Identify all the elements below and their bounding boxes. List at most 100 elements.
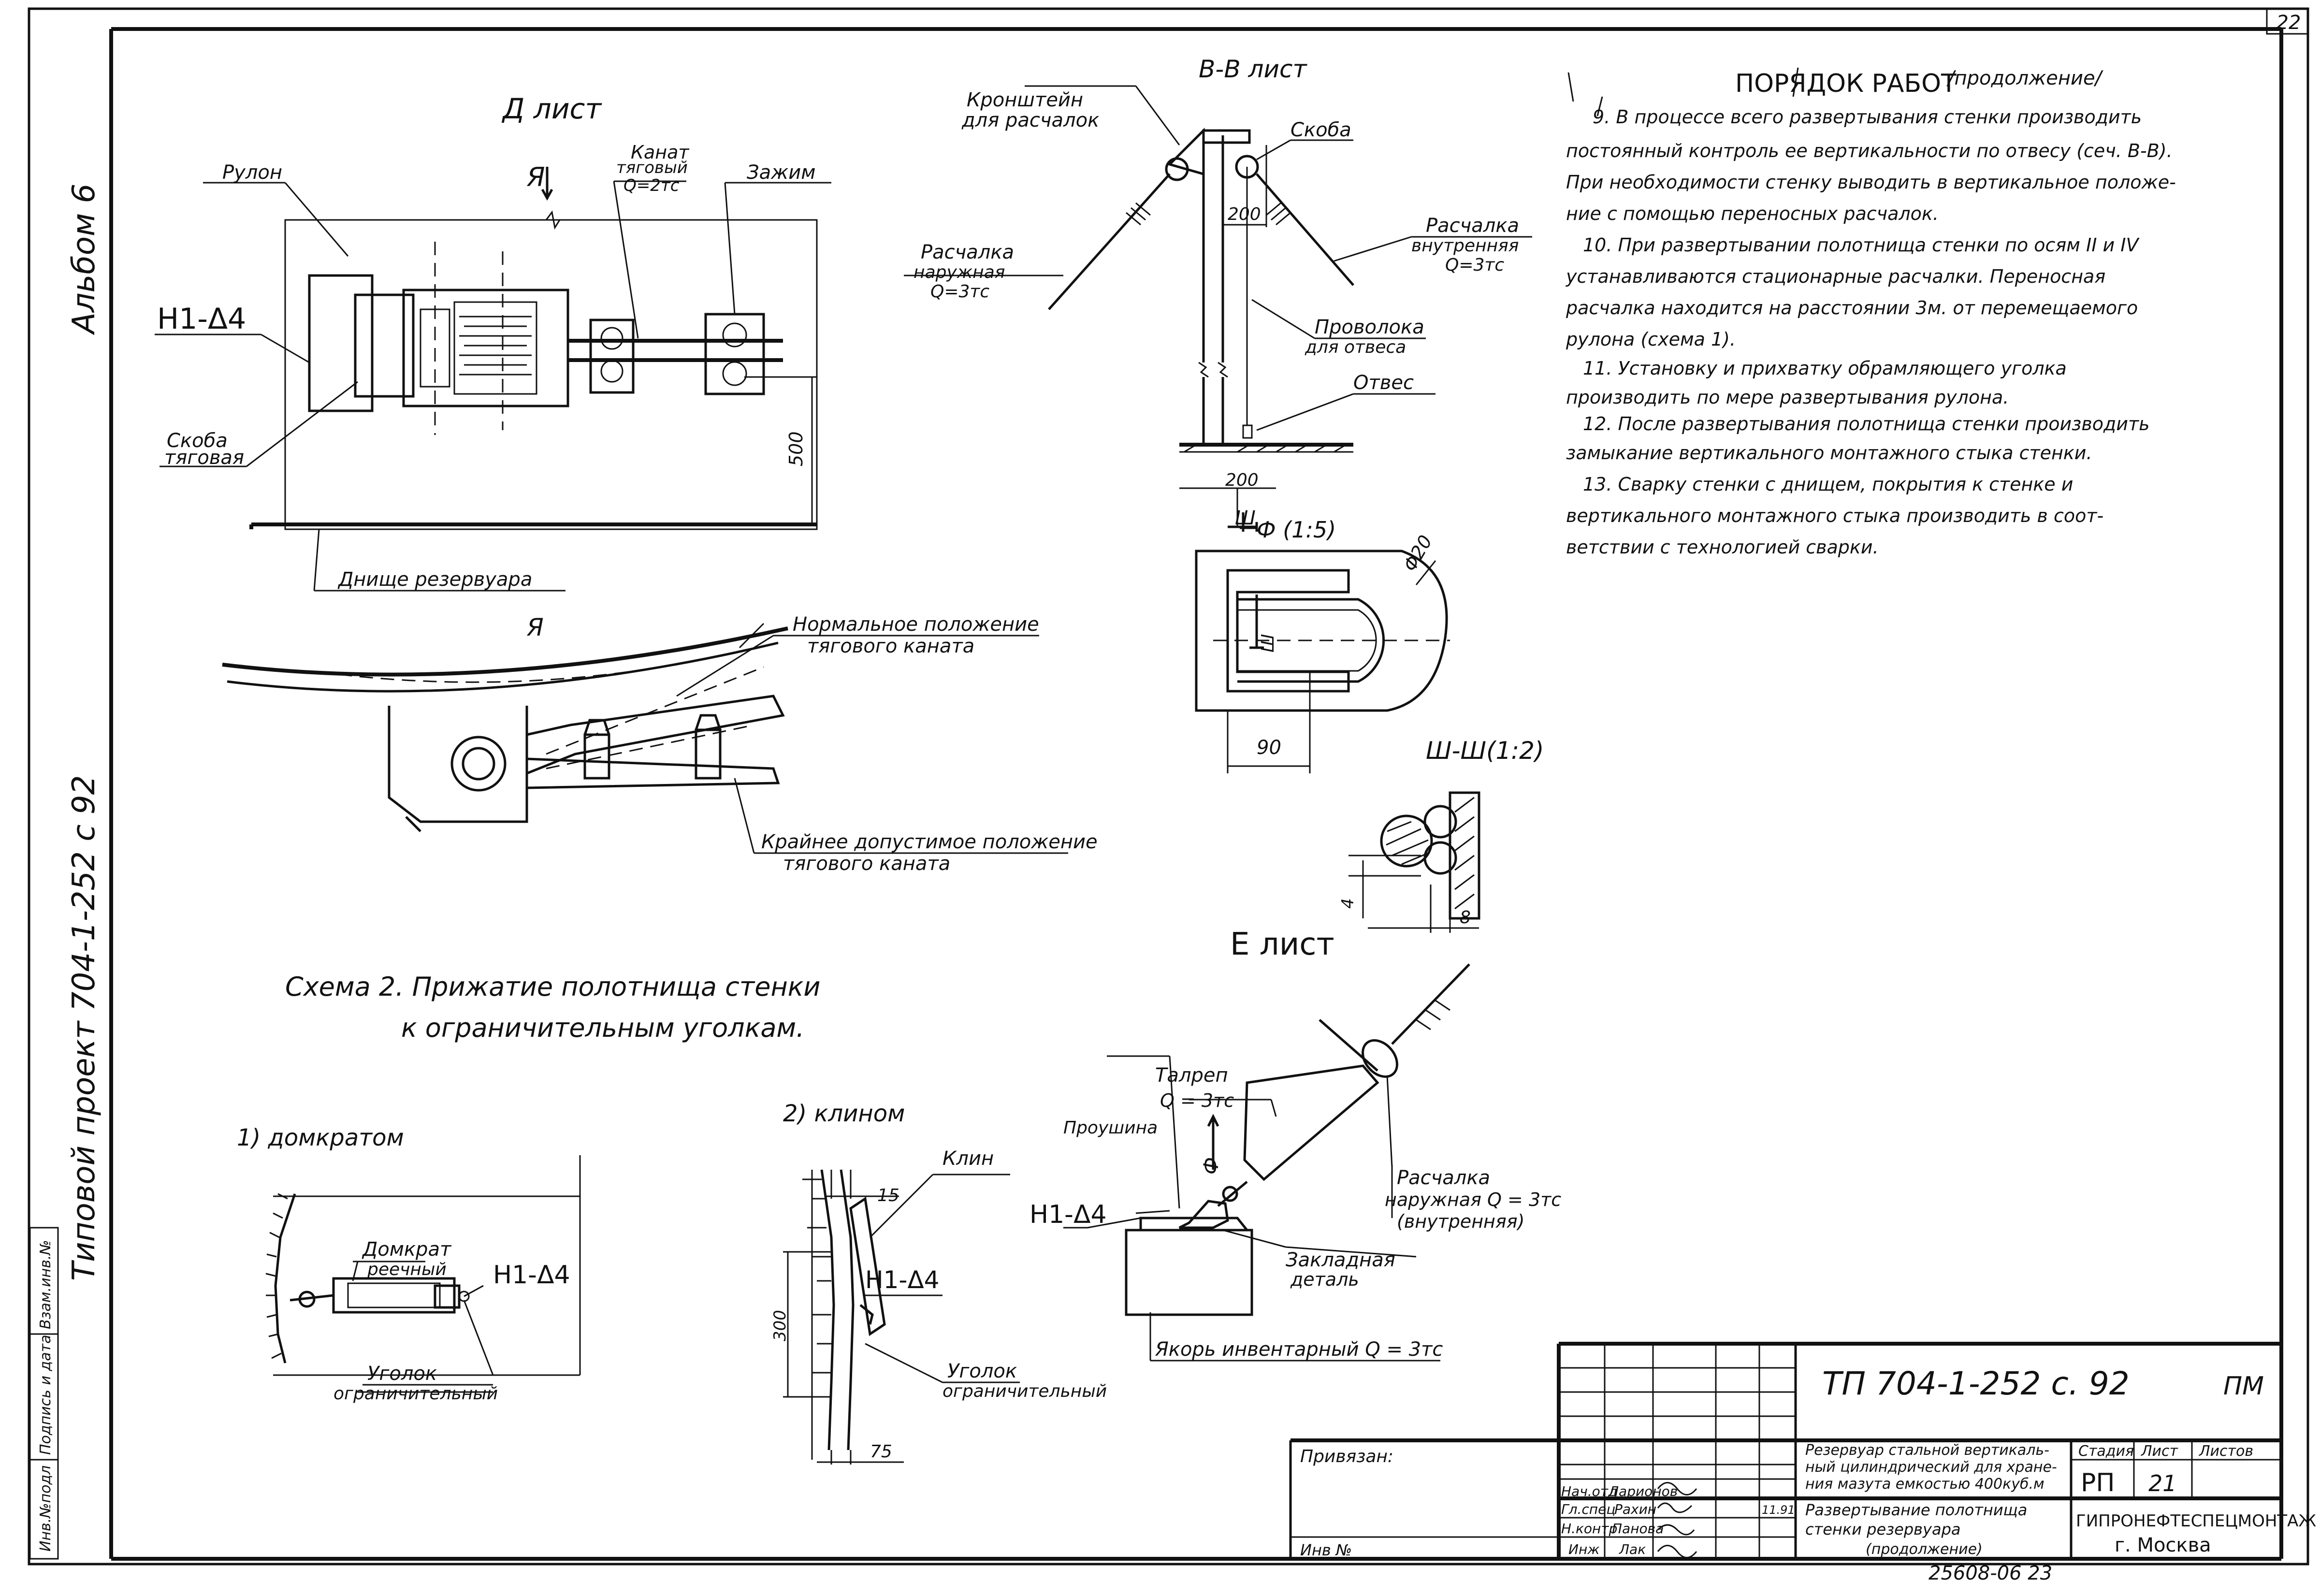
section-bb-kronshtein-2: для расчалок [961,109,1099,131]
scheme-jack [265,1155,581,1393]
org-city: г. Москва [2115,1534,2211,1556]
notes-line-12: замыкание вертикального монтажного стыка… [1566,442,2092,464]
doc-code: ТП 704-1-252 с. 92 [1822,1365,2130,1402]
scheme-wedge [783,1169,1020,1465]
scheme-jack-ugolok-2: ограничительный [334,1384,498,1404]
role-3: Н.контр [1561,1521,1617,1537]
section-bb-rn-3: Q=3тс [930,282,989,302]
object-desc-2: ный цилиндрический для хране- [1805,1459,2057,1476]
notes-line-13: 13. Сварку стенки с днищем, покрытия к с… [1583,474,2073,495]
view-d-kanat-3: Q=2тс [624,176,680,195]
scheme-wedge-dim-15: 15 [877,1186,899,1205]
view-d-zazhim: Зажим [747,161,815,184]
sheet-frame [28,7,2309,1566]
scheme-wedge-klin: Клин [942,1147,994,1170]
notes-line-7: расчалка находится на расстоянии 3м. от … [1566,297,2138,319]
object-desc-3: ния мазута емкостью 400куб.м [1805,1476,2044,1493]
detail-f-dim-90: 90 [1257,737,1281,759]
name-1: Ларионов [1608,1483,1678,1499]
section-bb-rv-1: Расчалка [1426,215,1519,237]
stage-label: Стадия [2078,1443,2134,1460]
scheme-jack-domkrat-2: реечный [367,1260,447,1279]
view-e-zakl-1: Закладная [1286,1249,1395,1271]
album-label: Альбом 6 [66,184,102,335]
scheme-wedge-ugolok-2: ограничительный [942,1381,1107,1401]
view-d-dim-500: 500 [785,431,807,466]
section-bb-dim-200b: 200 [1225,470,1259,490]
notes-block [1567,67,1799,116]
notes-line-2: постоянный контроль ее вертикальности по… [1566,140,2173,161]
scheme-wedge-title: 2) клином [783,1100,905,1127]
left-sideblock [29,1227,59,1560]
view-e-zakl-2: деталь [1290,1269,1359,1290]
section-bb-dim-200a: 200 [1228,204,1261,224]
page-number: 22 [2276,12,2301,34]
scheme-wedge-h1: Н1-Δ4 [865,1266,939,1294]
object-desc-1: Резервуар стальной вертикаль- [1805,1442,2049,1459]
view-ya-normal-1: Нормальное положение [793,613,1039,636]
section-bb-skoba: Скоба [1290,119,1351,141]
section-sh-dim-4: 4 [1338,898,1358,909]
signatures [1657,1482,1697,1558]
scheme-wedge-dim-300: 300 [770,1310,790,1341]
sideblock-inv: Инв.№подл [37,1465,54,1552]
view-e-yakor: Якорь инвентарный Q = 3тс [1155,1338,1443,1361]
notes-line-15: ветствии с технологией сварки. [1566,537,1879,558]
section-sh [1348,791,1480,933]
view-e-rasch-2: наружная Q = 3тс [1385,1189,1561,1210]
notes-line-11: 12. После развертывания полотнища стенки… [1583,413,2150,435]
name-2: Рахин [1614,1501,1656,1517]
project-label: Типовой проект 704-1-252 с 92 [66,775,102,1281]
section-bb-provoloka: Проволока [1315,316,1424,338]
view-d-kanat-2: тяговый [616,158,688,177]
doc-mark: ПМ [2223,1372,2264,1401]
role-1: Нач.отд [1561,1483,1617,1499]
name-3: Панова [1612,1521,1664,1537]
view-ya-title: Я [526,613,544,641]
view-d-rulon: Рулон [222,161,282,184]
stage-value: РП [2081,1468,2115,1497]
scheme-jack-h1: Н1-Δ4 [493,1261,570,1290]
section-bb-rn-1: Расчалка [921,241,1014,263]
view-e-talrep-2: Q = 3тс [1160,1090,1234,1111]
view-e-proushina: Проушина [1063,1118,1158,1138]
name-4: Лак [1619,1541,1646,1557]
view-d-kanat: Канат [631,142,690,163]
view-e-title: Е лист [1230,927,1334,962]
view-d-skoba-2: тяговая [164,447,244,469]
detail-f-sh-mark: Ш [1258,634,1278,653]
notes-line-9: 11. Установку и прихватку обрамляющего у… [1583,358,2067,379]
view-e-talrep: Талреп [1155,1064,1228,1087]
view-e-rasch-1: Расчалка [1397,1167,1490,1189]
org-name: ГИПРОНЕФТЕСПЕЦМОНТАЖ [2076,1511,2316,1531]
archive-number: 25608-06 23 [1928,1562,2052,1584]
section-bb-title: В-В лист [1199,55,1307,83]
notes-line-4: ние с помощью переносных расчалок. [1566,203,1939,224]
detail-f [1195,512,1450,773]
view-d-title: Д лист [501,92,602,125]
section-bb-kronshtein: Кронштейн [967,89,1083,111]
scheme-jack-domkrat: Домкрат [362,1238,452,1261]
notes-line-14: вертикального монтажного стыка производи… [1566,505,2103,526]
inv-label: Инв № [1300,1541,1352,1559]
scheme-jack-title: 1) домкратом [237,1124,404,1151]
notes-line-3: При необходимости стенку выводить в верт… [1566,172,2176,193]
section-bb-rv-2: внутренняя [1411,236,1519,256]
view-e-h1: Н1-Δ4 [1030,1200,1107,1229]
privyazan-label: Привязан: [1300,1447,1393,1466]
date-value: 11.91 [1762,1503,1795,1517]
scheme-wedge-dim-75: 75 [870,1442,892,1462]
section-bb-rv-3: Q=3тс [1445,255,1504,275]
view-d [155,167,831,592]
scheme-jack-ugolok: Уголок [367,1363,437,1385]
notes-line-8: рулона (схема 1). [1566,329,1736,350]
view-ya-limit-1: Крайнее допустимое положение [761,831,1098,853]
section-bb-rn-2: наружная [914,262,1005,282]
sideblock-vzam: Взам.инв.№ [37,1240,54,1329]
section-bb-sh-mark: Ш [1235,507,1256,529]
notes-title: ПОРЯДОК РАБОТ [1735,69,1957,98]
drawing-title-1: Развертывание полотнища [1805,1501,2027,1519]
view-ya-limit-2: тягового каната [783,853,950,875]
view-d-arrow-label: Я [526,162,545,192]
view-e-f-mark: Ф [1199,1157,1223,1175]
